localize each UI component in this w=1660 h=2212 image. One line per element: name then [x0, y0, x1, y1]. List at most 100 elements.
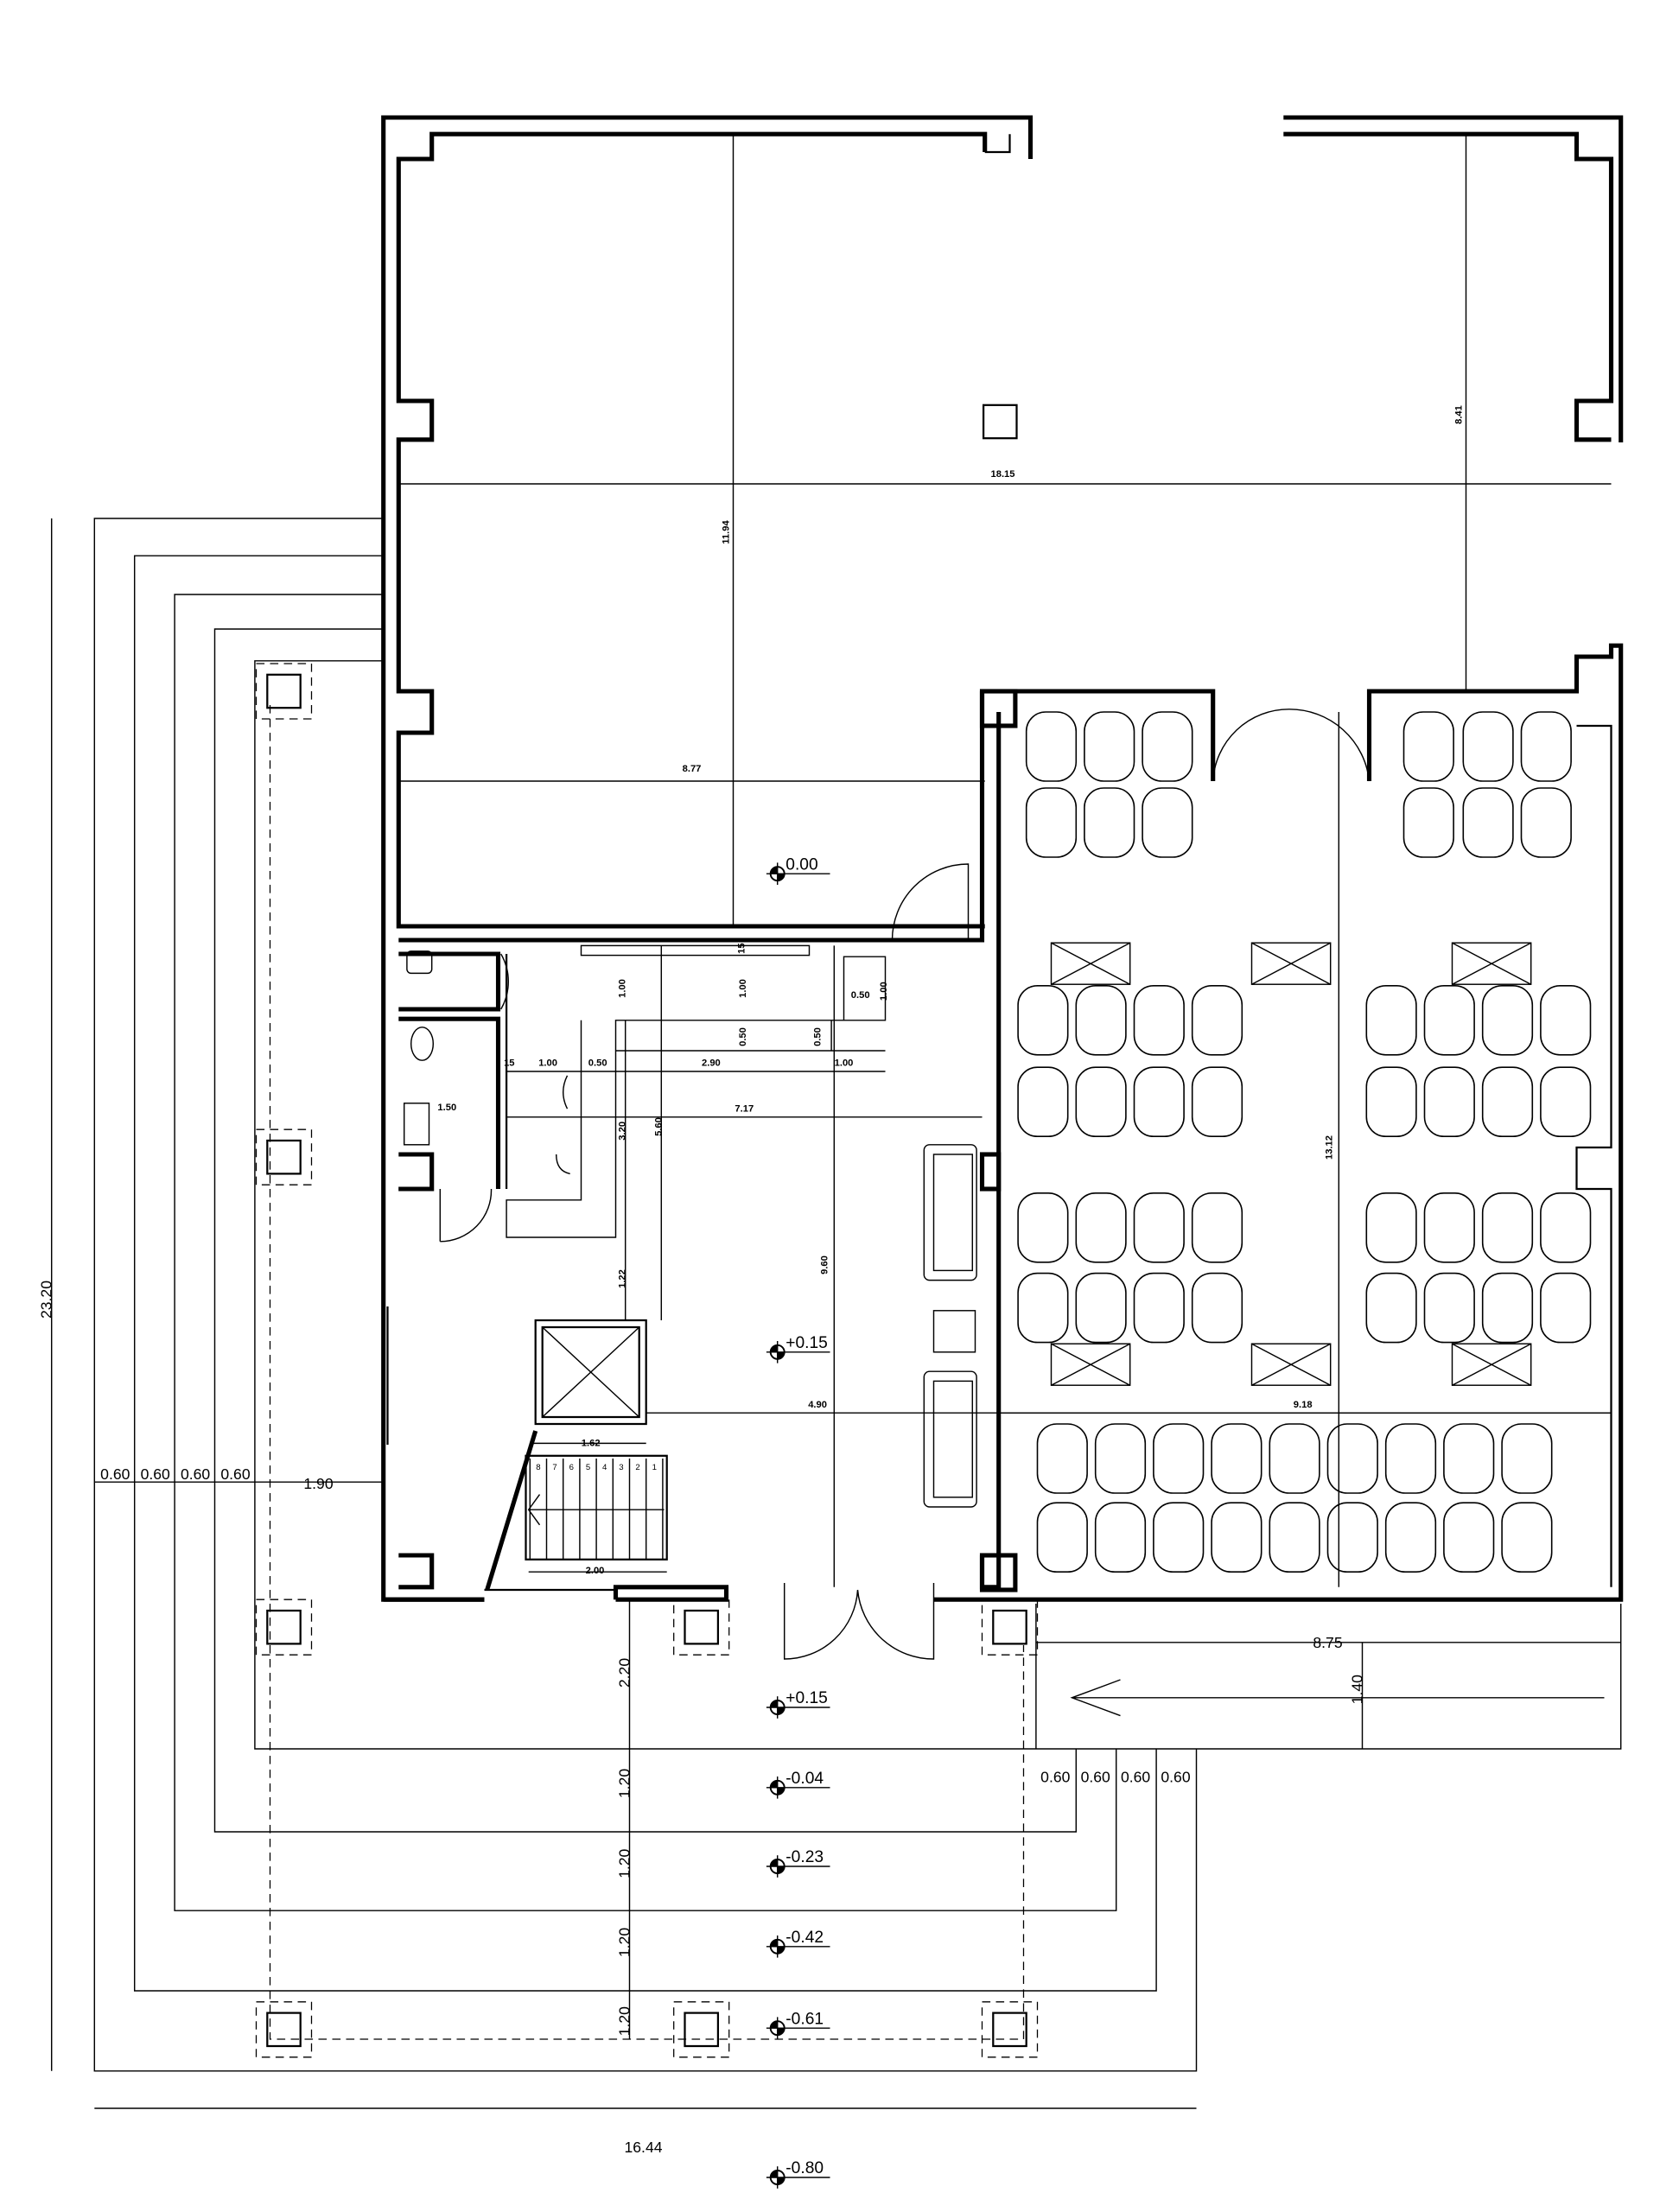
seat: [1423, 1066, 1475, 1137]
column: [255, 2001, 313, 2058]
seat: [1269, 1502, 1320, 1573]
dimension-label: 8.77: [683, 764, 702, 774]
seat: [1017, 985, 1069, 1056]
sink-icon: [406, 950, 433, 975]
seat: [1365, 1272, 1417, 1344]
seat: [1191, 985, 1243, 1056]
terrace: [50, 518, 1622, 2109]
wc-door[interactable]: [500, 953, 509, 1010]
dimension-label: 11.94: [722, 520, 732, 544]
seat: [1142, 787, 1193, 858]
seat: [1133, 985, 1185, 1056]
dimension-label: 0.60: [100, 1465, 130, 1483]
seat: [1017, 1272, 1069, 1344]
seat: [1075, 1066, 1127, 1137]
seat: [1481, 1272, 1534, 1344]
staircase[interactable]: [485, 1430, 668, 1591]
dimension-label: 1.00: [835, 1058, 854, 1069]
level-label: 0.00: [785, 855, 817, 874]
seat: [1133, 1066, 1185, 1137]
seating: [1017, 711, 1592, 1573]
dimension-label: 1.00: [538, 1058, 557, 1069]
dimension-label: 4.90: [808, 1400, 827, 1410]
dimension-label: 5.60: [653, 1117, 664, 1136]
seat: [1084, 787, 1135, 858]
dimension-lines: [398, 134, 1612, 1587]
seat: [1084, 711, 1135, 782]
dimension-label: 23.20: [38, 1281, 55, 1319]
column: [255, 663, 313, 720]
dimension-label: 8.75: [1313, 1634, 1342, 1651]
level-label: -0.04: [785, 1770, 824, 1788]
dimension-label: 2.20: [616, 1658, 633, 1688]
dimension-label: 0.60: [141, 1465, 170, 1483]
ceiling-fixture-icon: [1451, 942, 1532, 985]
dimension-label: 1.62: [582, 1439, 601, 1449]
hall-door[interactable]: [891, 863, 970, 941]
dimension-label: 1.90: [303, 1475, 333, 1492]
dimension-label: 0.50: [851, 990, 870, 1001]
dimension-label: 15: [736, 943, 747, 953]
seat: [1462, 711, 1514, 782]
seat: [1025, 711, 1078, 782]
main-entrance-door[interactable]: [783, 1583, 935, 1660]
seat: [1520, 787, 1572, 858]
seat: [1481, 985, 1534, 1056]
dimension-label: 16.44: [624, 2139, 662, 2156]
seat: [1384, 1502, 1437, 1573]
lecture-hall-double-door[interactable]: [1212, 709, 1371, 782]
seat: [1094, 1423, 1147, 1494]
seat: [1326, 1423, 1378, 1494]
dimension-label: 0.60: [1161, 1768, 1190, 1785]
level-marker-icon: [766, 1855, 830, 1878]
seat: [1133, 1272, 1185, 1344]
seat: [1384, 1423, 1437, 1494]
dimension-label: 8.41: [1454, 405, 1465, 424]
ceiling-fixtures: [1050, 942, 1532, 1386]
dimension-label: 0.60: [1081, 1768, 1110, 1785]
seat: [1423, 985, 1475, 1056]
seat: [1423, 1192, 1475, 1263]
level-marker-icon: [766, 2166, 830, 2189]
seat: [1540, 1192, 1592, 1263]
level-marker-icon: [766, 862, 830, 885]
elevator: [534, 1319, 647, 1426]
seat: [1094, 1502, 1147, 1573]
lounge-furniture: [923, 1144, 977, 1508]
dimension-label: 15: [504, 1058, 514, 1069]
seat: [1036, 1423, 1088, 1494]
seat: [1191, 1272, 1243, 1344]
dimension-label: 1.40: [1349, 1675, 1366, 1704]
seat: [1501, 1423, 1553, 1494]
level-marker-icon: [766, 2017, 830, 2039]
seat: [1540, 985, 1592, 1056]
seat: [1133, 1192, 1185, 1263]
ceiling-fixture-icon: [1050, 1343, 1131, 1386]
dimension-label: 13.12: [1324, 1135, 1334, 1160]
seat: [1191, 1192, 1243, 1263]
seat: [1036, 1502, 1088, 1573]
dimension-label: 1.22: [618, 1269, 628, 1288]
column: [255, 1128, 313, 1185]
dimension-label: 1.20: [616, 1928, 633, 1957]
chair-icon: [555, 1075, 570, 1175]
level-marker-icon: [766, 1696, 830, 1719]
level-label: +0.15: [785, 1689, 828, 1707]
seat: [1540, 1066, 1592, 1137]
level-marker-icon: [766, 1936, 830, 1958]
seat: [1269, 1423, 1320, 1494]
column: [255, 1599, 313, 1656]
seat: [1481, 1066, 1534, 1137]
ceiling-fixture-icon: [1050, 942, 1131, 985]
dimension-label: 1.20: [616, 2006, 633, 2036]
column: [981, 2001, 1039, 2058]
toilet-door[interactable]: [439, 1188, 493, 1243]
dimension-label: 0.60: [220, 1465, 250, 1483]
walls: [381, 115, 1624, 1660]
dimension-label: 1.20: [616, 1769, 633, 1798]
stair-step-number: 6: [569, 1463, 574, 1472]
seat: [1462, 787, 1514, 858]
seat: [1402, 711, 1454, 782]
seat: [1153, 1502, 1205, 1573]
level-marker-icon: [766, 1341, 830, 1363]
